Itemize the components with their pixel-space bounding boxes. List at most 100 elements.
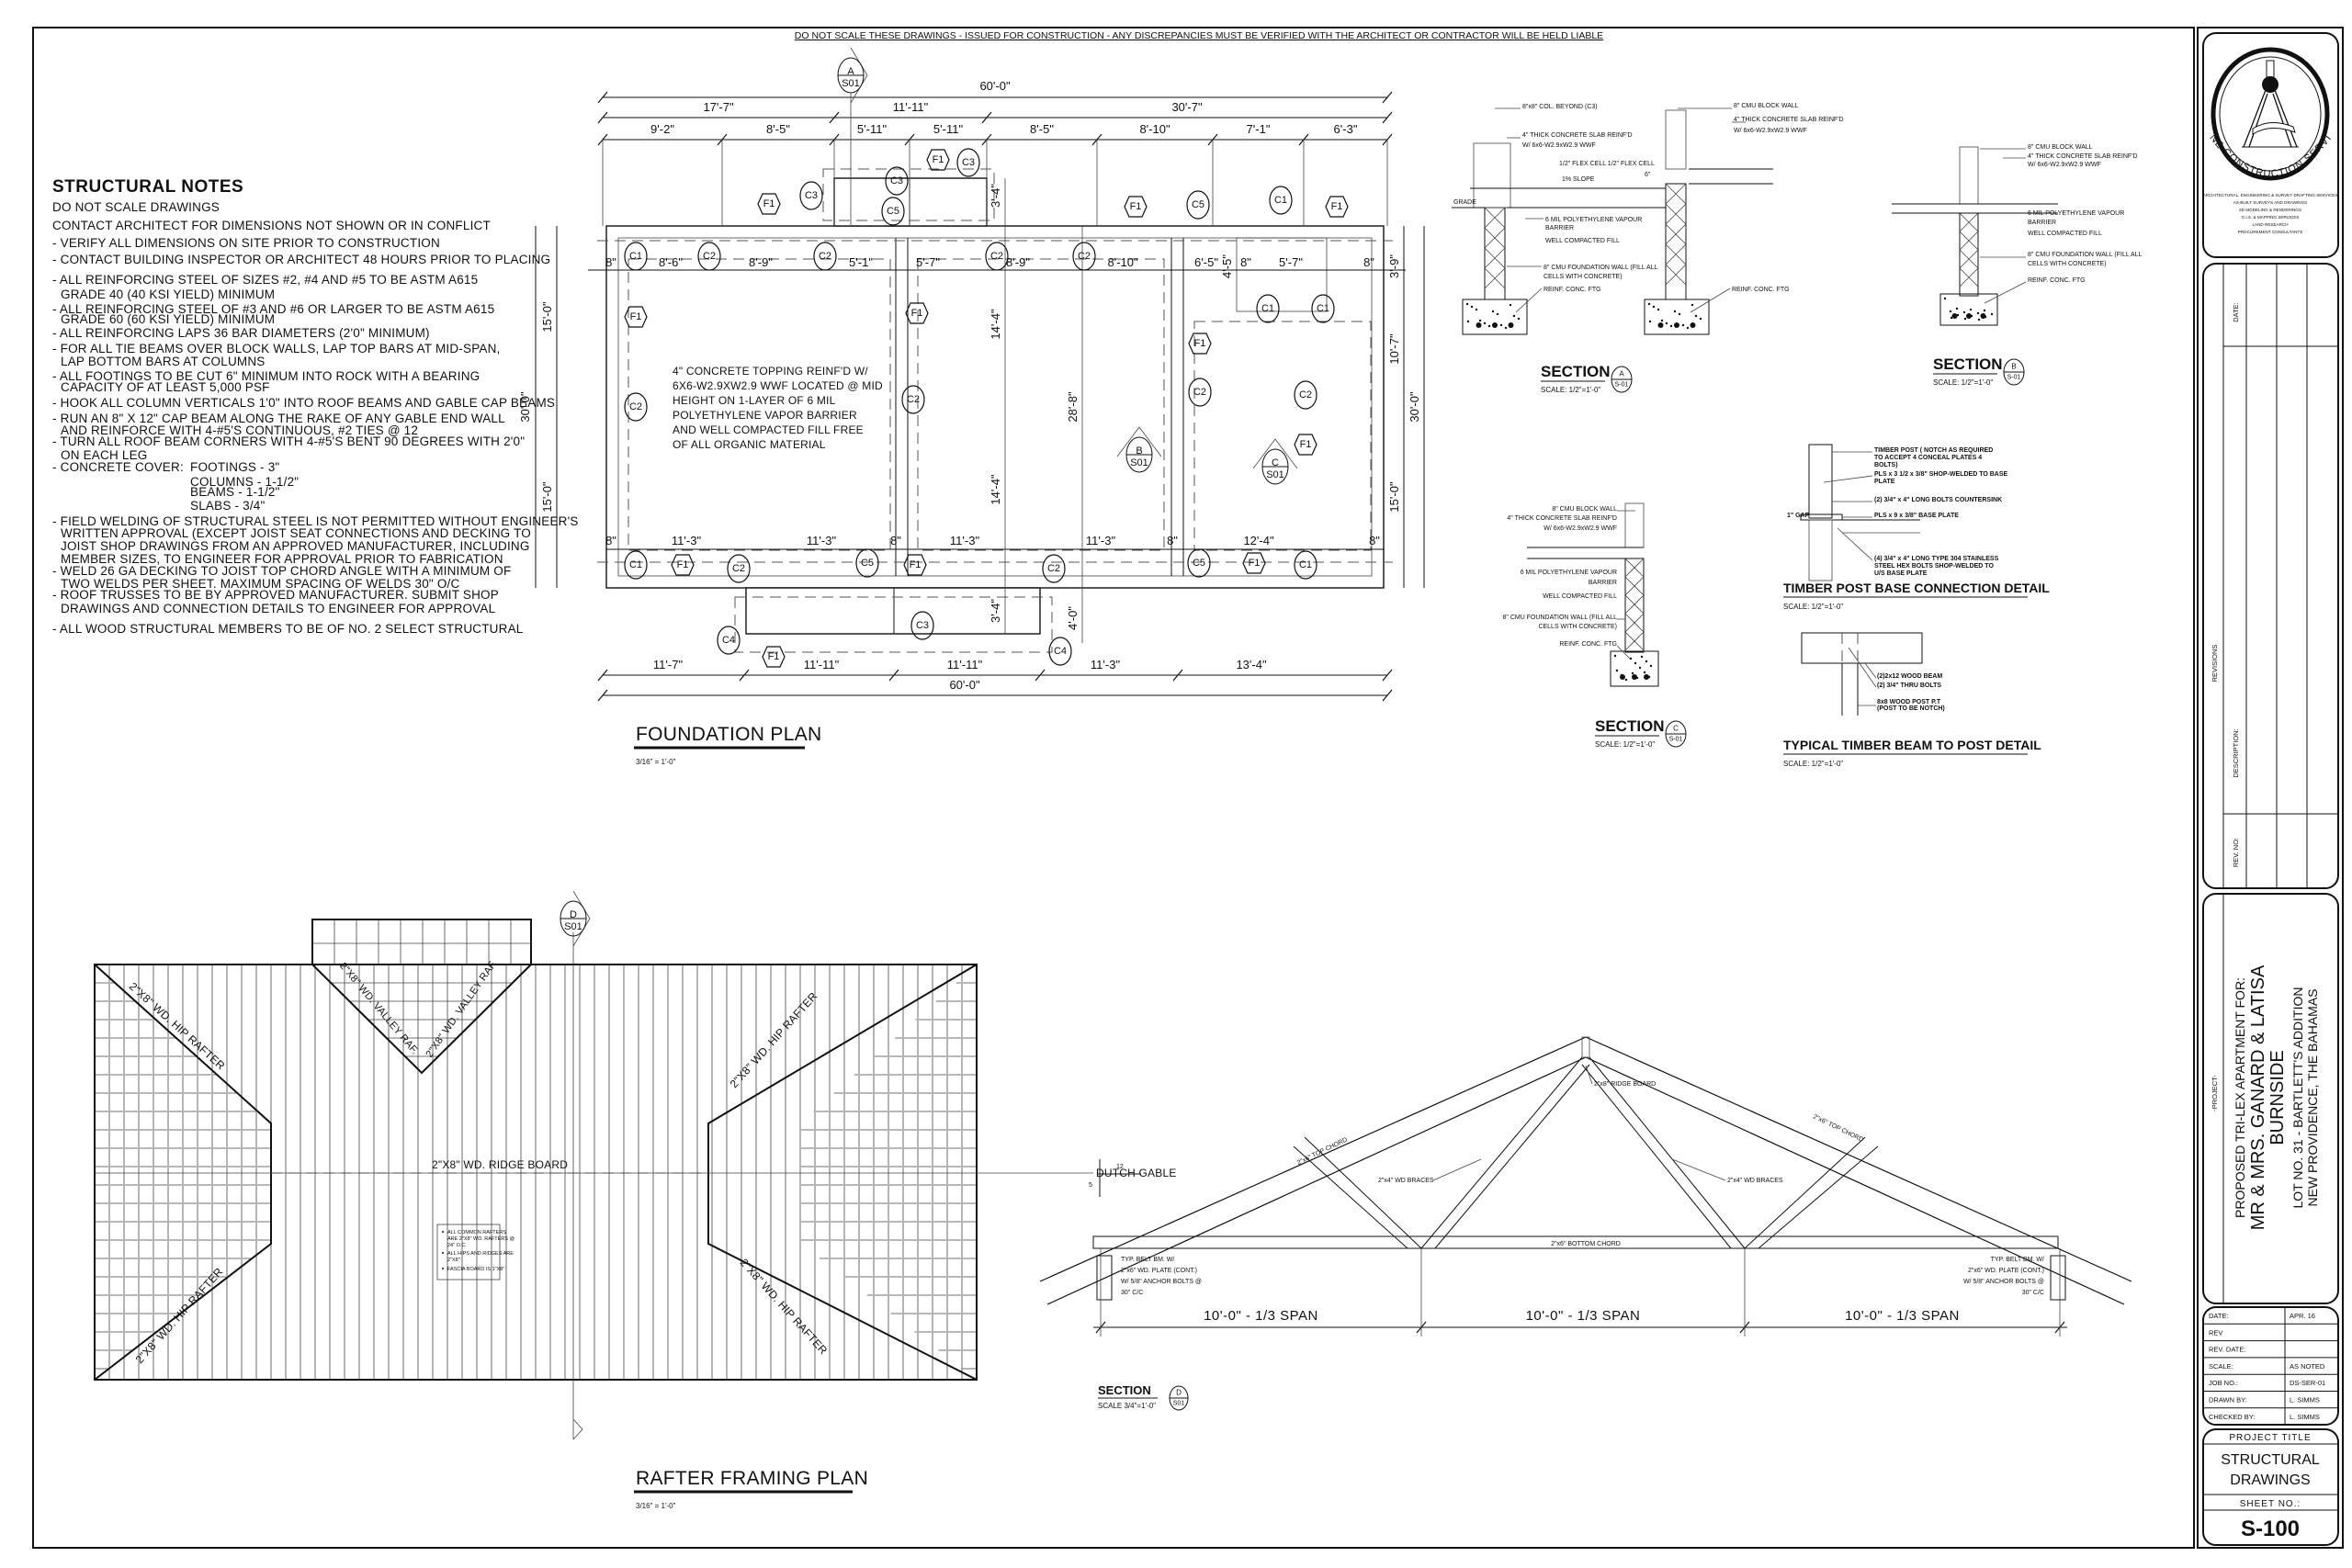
aggregate-dot — [1640, 655, 1644, 659]
section-a-label: 1/2" FLEX CELL 1/2" FLEX CELL — [1559, 161, 1655, 167]
block-wall-above — [1624, 502, 1645, 548]
aggregate-dot — [1990, 312, 1994, 316]
section-scale: SCALE: 1/2"=1'-0" — [1541, 386, 1600, 394]
tag-c2: C2 — [901, 385, 925, 414]
tag-label: F1 — [630, 311, 642, 322]
belt-beam-note-left: W/ 5/8" ANCHOR BOLTS @ — [1121, 1279, 1202, 1285]
logo-panel — [2202, 32, 2339, 258]
concrete-cover-item: BEAMS - 1-1/2" — [190, 485, 280, 499]
column-tag-circle-icon — [1187, 548, 1211, 578]
dimension-label: 11'-11" — [947, 658, 983, 671]
dimension-tick — [1382, 111, 1393, 124]
dimension-label-vertical: 4'-0" — [1066, 606, 1080, 630]
section-a-label: BARRIER — [1545, 225, 1574, 231]
section-b-label: 6 MIL POLYETHYLENE VAPOUR — [2028, 210, 2124, 217]
column-beyond — [1473, 142, 1511, 209]
column-tag-circle-icon — [1188, 378, 1212, 407]
dimension-label: 8" — [1369, 534, 1380, 547]
section-marker-sheet: S-01 — [2007, 375, 2021, 381]
section-marker-sheet: S01 — [1130, 457, 1148, 468]
dimension-label: 8" — [605, 534, 616, 547]
dimension-tick — [829, 111, 840, 124]
timber-post-label: 1" GAP — [1787, 513, 1810, 519]
dimension-label: 5'-11" — [933, 122, 964, 136]
aggregate-dot — [1950, 316, 1953, 320]
aggregate-dot — [1648, 320, 1652, 323]
section-c-label: REINF. CONC. FTG — [1559, 641, 1617, 648]
footing-tag-hexagon-icon — [1124, 196, 1148, 218]
truss-section-scale: SCALE 3/4"=1'-0" — [1098, 1402, 1156, 1410]
aggregate-dot — [1681, 323, 1685, 327]
tag-c3: C3 — [956, 148, 980, 177]
logo-service-line: LAND RESEARCH — [2252, 222, 2288, 227]
tag-f1: F1 — [624, 306, 648, 328]
note-line: - ALL WOOD STRUCTURAL MEMBERS TO BE OF N… — [52, 622, 524, 636]
note-line: ON EACH LEG — [61, 448, 147, 462]
slab-note-line: OF ALL ORGANIC MATERIAL — [673, 438, 826, 451]
footing-tag-hexagon-icon — [905, 302, 929, 324]
note-line: GRADE 40 (40 KSI YIELD) MINIMUM — [61, 288, 275, 301]
span-label: 10'-0" - 1/3 SPAN — [1526, 1308, 1641, 1324]
tag-label: C1 — [629, 251, 642, 262]
dimension-tick — [1035, 669, 1046, 682]
column-tag-circle-icon — [1048, 637, 1072, 666]
info-value: AS NOTED — [2290, 1362, 2325, 1371]
dimension-label: 8'-10" — [1107, 255, 1138, 269]
section-title: SECTION — [1541, 363, 1611, 380]
revisions-panel — [2202, 263, 2339, 889]
section-marker-letter: C — [1673, 725, 1679, 733]
concrete-cover-item: COLUMNS - 1-1/2" — [190, 475, 299, 489]
aggregate-dot — [1976, 311, 1980, 315]
leader-line — [1616, 645, 1632, 660]
aggregate-dot — [1475, 308, 1478, 311]
cmu-hatch — [1665, 203, 1687, 225]
tag-label: F1 — [1130, 201, 1142, 212]
dimension-tick — [597, 689, 608, 702]
note-line: AND REINFORCE WITH 4-#5'S CONTINUOUS, #2… — [61, 423, 418, 437]
note-line: GRADE 60 (60 KSI YIELD) MINIMUM — [61, 312, 275, 326]
section-c-label: CELLS WITH CONCRETE) — [1538, 624, 1617, 630]
hip-rafter-label-br: 2"X8" WD. HIP RAFTER — [738, 1256, 831, 1357]
aggregate-dot — [1496, 312, 1499, 316]
timber-post-label: PLS x 9 x 3/8" BASE PLATE — [1874, 513, 1959, 519]
porch-footing-outline — [822, 168, 995, 221]
section-marker-letter: A — [847, 66, 854, 77]
slab-note-line: HEIGHT ON 1-LAYER OF 6 MIL — [673, 394, 836, 407]
aggregate-dot — [1483, 321, 1487, 325]
rebar-dot — [1980, 313, 1986, 319]
dimension-label-vertical: 4'-5" — [1220, 254, 1234, 278]
tag-label: C3 — [805, 190, 818, 201]
revisions-date-header: DATE: — [2232, 302, 2240, 322]
footing-tag-hexagon-icon — [1325, 196, 1349, 218]
rebar-dot — [1966, 313, 1972, 319]
aggregate-dot — [1949, 310, 1952, 313]
note-line: - CONTACT BUILDING INSPECTOR OR ARCHITEC… — [52, 253, 550, 266]
section-marker-sheet: S-01 — [1615, 382, 1629, 389]
dimension-label: 8" — [890, 534, 901, 547]
dimension-label-vertical: 14'-4" — [989, 474, 1002, 505]
section-c-label: BARRIER — [1589, 580, 1617, 586]
dimension-label: 11'-11" — [804, 658, 840, 671]
note-line: - TURN ALL ROOF BEAM CORNERS WITH 4-#5'S… — [52, 434, 525, 448]
rebar-dot — [1644, 674, 1649, 680]
hip-rafter-label-bl: 2"X8" WD. HIP RAFTER — [133, 1265, 226, 1366]
tag-label: C2 — [990, 251, 1003, 262]
info-key: DATE: — [2209, 1312, 2229, 1320]
column-tag-circle-icon — [697, 242, 721, 271]
foundation-plan-scale: 3/16" = 1'-0" — [636, 758, 676, 766]
hip-rafter-lines — [94, 964, 978, 1381]
bottom-chord — [1092, 1235, 2059, 1249]
leader-line — [1837, 527, 1873, 561]
timber-post-label: (4) 3/4" x 4" LONG TYPE 304 STAINLESS — [1874, 556, 1999, 562]
dormer-outline — [311, 919, 532, 965]
column-tag-circle-icon — [956, 148, 980, 177]
tag-c1: C1 — [1269, 186, 1293, 215]
dimension-label: 6'-5" — [1194, 255, 1218, 269]
section-scale: SCALE: 1/2"=1'-0" — [1595, 740, 1655, 749]
footing-tag-hexagon-icon — [1242, 552, 1266, 574]
rebar-dot — [1951, 313, 1958, 319]
aggregate-dot — [1647, 302, 1651, 306]
timber-beam-label: (2) 3/4" THRU BOLTS — [1877, 682, 1941, 689]
